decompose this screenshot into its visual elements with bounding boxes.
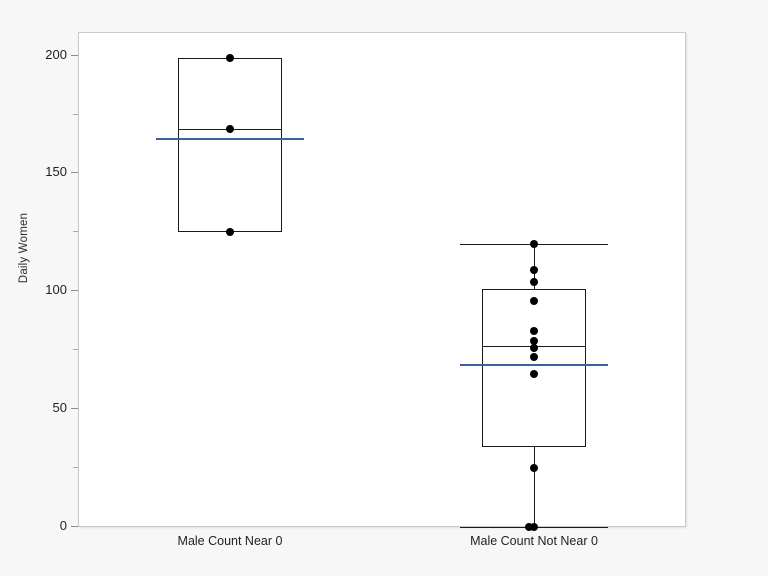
- y-axis-tick-mark: [71, 408, 78, 410]
- box-iqr: [178, 57, 282, 233]
- data-point: [530, 277, 538, 286]
- y-axis-minor-tick-mark: [73, 467, 78, 469]
- y-axis-tick-label: 50: [52, 400, 67, 416]
- y-axis-minor-tick-mark: [73, 349, 78, 351]
- data-point: [530, 464, 538, 473]
- y-axis-tick-mark: [71, 54, 78, 56]
- x-axis-tick-label: Male Count Near 0: [177, 534, 283, 548]
- data-point: [226, 124, 234, 133]
- data-point: [530, 369, 538, 378]
- y-axis-tick-label: 100: [45, 282, 67, 298]
- y-axis-tick-label: 0: [59, 518, 67, 533]
- y-axis-title-label: Daily Women: [18, 212, 30, 283]
- mean-line: [460, 364, 608, 367]
- data-point: [530, 296, 538, 305]
- data-point: [530, 343, 538, 352]
- y-axis-tick-label: 150: [45, 164, 67, 180]
- y-axis-tick-mark: [71, 526, 78, 527]
- y-axis-title: Daily Women: [14, 0, 34, 495]
- data-point: [226, 228, 234, 237]
- data-point: [525, 523, 533, 531]
- data-point: [530, 266, 538, 275]
- y-axis-tick-mark: [71, 172, 78, 174]
- y-axis-tick-mark: [71, 290, 78, 292]
- whisker-lower: [534, 446, 535, 527]
- data-point: [530, 353, 538, 362]
- data-point: [226, 53, 234, 62]
- x-axis-tick-label: Male Count Not Near 0: [470, 534, 598, 548]
- mean-line: [156, 138, 304, 141]
- y-axis-minor-tick-mark: [73, 231, 78, 233]
- data-point: [530, 336, 538, 345]
- plot-panel: [78, 32, 686, 527]
- data-point: [530, 240, 538, 249]
- data-point: [530, 523, 538, 531]
- box-iqr: [482, 288, 586, 447]
- y-axis-minor-tick-mark: [73, 113, 78, 115]
- data-point: [530, 327, 538, 336]
- y-axis-tick-label: 200: [45, 46, 67, 62]
